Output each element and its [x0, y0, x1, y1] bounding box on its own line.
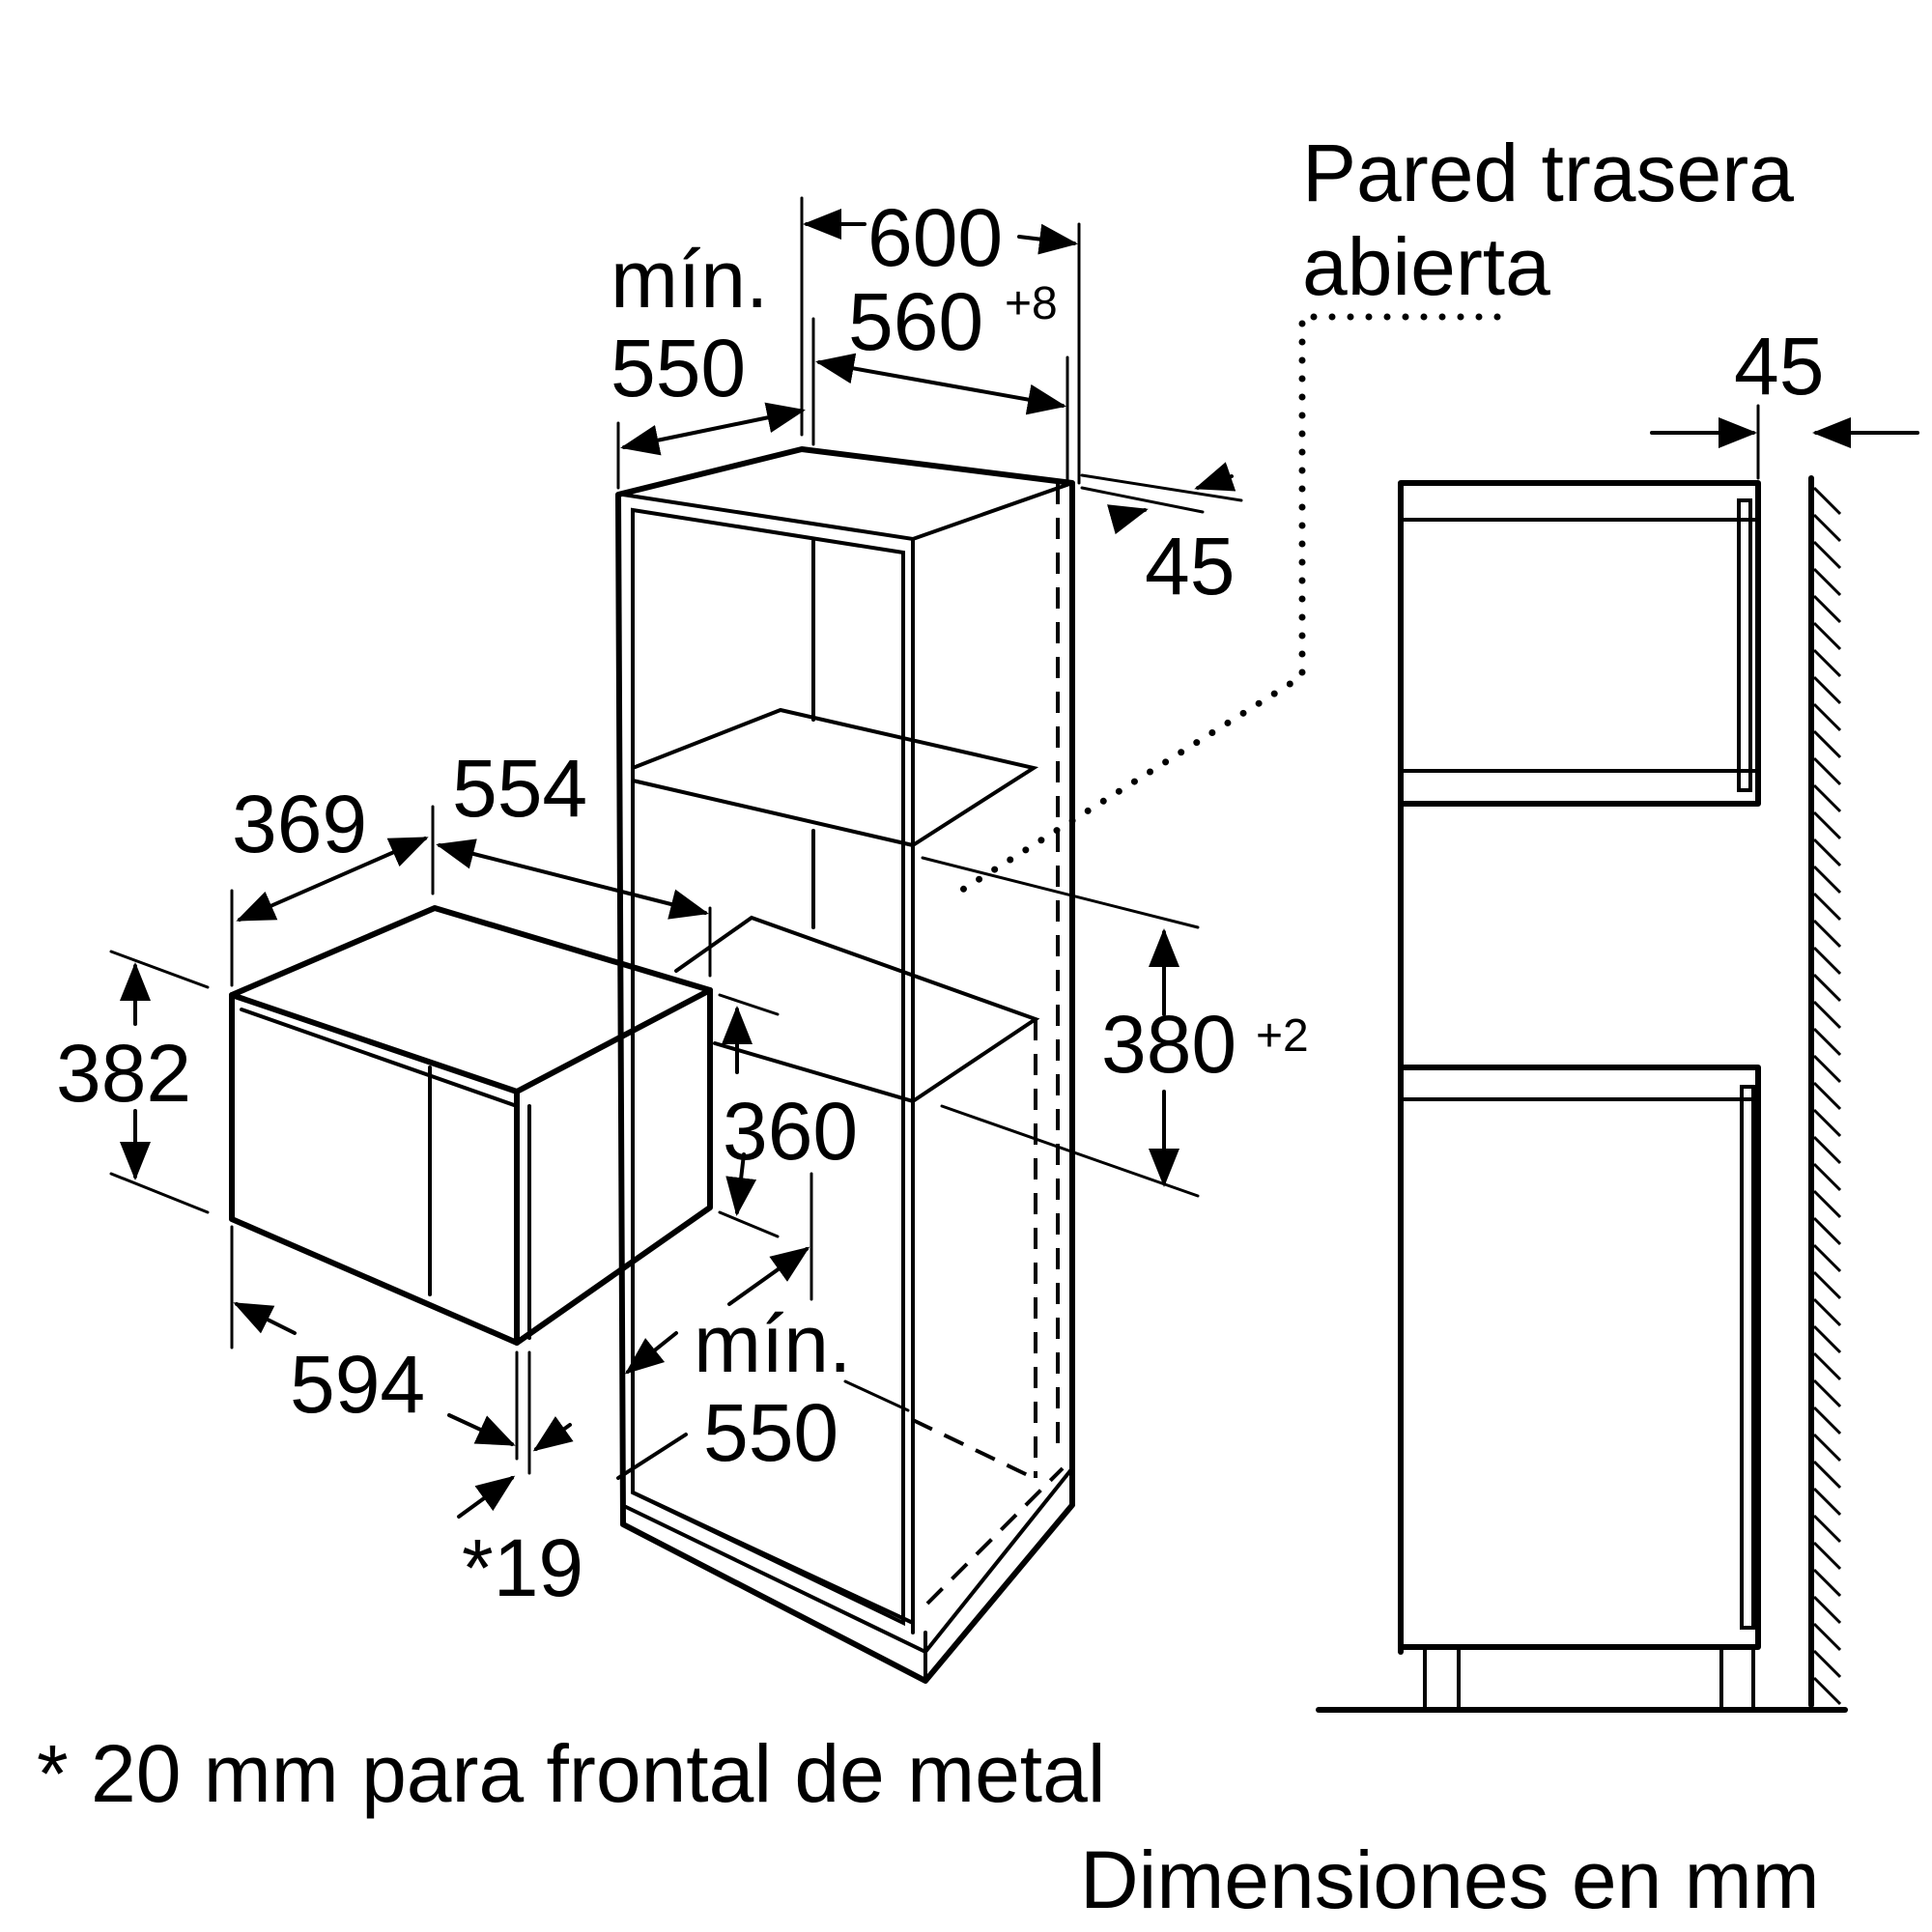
side-view: [1316, 404, 1919, 1713]
hatch-line: [1812, 838, 1842, 867]
dim-360-label: 360: [723, 1086, 858, 1177]
metal-front-note: * 20 mm para frontal de metal: [37, 1728, 1106, 1819]
hatch-line: [1812, 1622, 1842, 1652]
hatch-line: [1812, 1676, 1842, 1706]
hatch-line: [1812, 1324, 1842, 1354]
hatch-line: [1812, 1297, 1842, 1327]
hatch-line: [1812, 1595, 1842, 1625]
hatch-line: [1812, 1243, 1842, 1273]
hatch-line: [1812, 1406, 1842, 1435]
hatch-line: [1812, 973, 1842, 1003]
hatch-line: [1812, 1351, 1842, 1381]
hatch-line: [1812, 1460, 1842, 1490]
microwave-appliance: [229, 905, 713, 1346]
dim-min-label-top: mín.: [611, 234, 768, 325]
hatch-line: [1812, 675, 1842, 705]
hatch-line: [1812, 486, 1842, 516]
hatch-line: [1812, 567, 1842, 597]
hatch-line: [1812, 865, 1842, 895]
hatch-line: [1812, 1081, 1842, 1111]
hatch-line: [1812, 1541, 1842, 1571]
hatch-line: [1812, 1000, 1842, 1030]
units-note: Dimensiones en mm: [1080, 1834, 1820, 1925]
hatch-line: [1812, 1054, 1842, 1084]
hatch-line: [1812, 513, 1842, 543]
dim-594-label: 594: [290, 1339, 425, 1430]
tall-cabinet: [615, 446, 1075, 1684]
labels: Pared trasera abierta 600 mín. 550 560 +…: [37, 128, 1824, 1925]
hatch-line: [1812, 1378, 1842, 1408]
hatch-line: [1812, 1027, 1842, 1057]
hatch-line: [1812, 1216, 1842, 1246]
dim-560-label: 560: [848, 276, 983, 367]
rear-wall-label-line2: abierta: [1302, 221, 1550, 312]
rear-wall-label-line1: Pared trasera: [1302, 128, 1794, 218]
hatch-line: [1812, 1162, 1842, 1192]
dim-560-tolerance: +8: [1005, 278, 1058, 329]
dimension-lines: [109, 196, 1501, 1519]
hatch-line: [1812, 648, 1842, 678]
hatch-line: [1812, 810, 1842, 840]
hatch-line: [1812, 621, 1842, 651]
dim-45-top-label: 45: [1145, 521, 1235, 611]
hatch-line: [1812, 1487, 1842, 1517]
hatch-line: [1812, 1649, 1842, 1679]
hatch-line: [1812, 1135, 1842, 1165]
dim-554-label: 554: [452, 743, 587, 834]
dim-min-label-bottom: mín.: [694, 1298, 851, 1389]
hatch-line: [1812, 729, 1842, 759]
dim-380-tolerance: +2: [1256, 1010, 1309, 1062]
hatch-line: [1812, 756, 1842, 786]
hatch-line: [1812, 702, 1842, 732]
dim-380-label: 380: [1101, 999, 1236, 1090]
dim-369-label: 369: [232, 779, 367, 869]
dim-600-label: 600: [867, 192, 1003, 283]
dim-19-label: *19: [462, 1522, 583, 1613]
hatch-line: [1812, 783, 1842, 813]
hatch-line: [1812, 1189, 1842, 1219]
hatch-line: [1812, 1514, 1842, 1544]
hatch-line: [1812, 919, 1842, 949]
dim-45-right-label: 45: [1734, 321, 1824, 412]
dim-382-label: 382: [56, 1028, 191, 1119]
dim-550-bottom-label: 550: [703, 1387, 838, 1478]
wall-hatching: [1812, 486, 1842, 1706]
hatch-line: [1812, 1568, 1842, 1598]
hatch-line: [1812, 1433, 1842, 1463]
hatch-line: [1812, 1108, 1842, 1138]
hatch-line: [1812, 1270, 1842, 1300]
hatch-line: [1812, 892, 1842, 922]
hatch-line: [1812, 594, 1842, 624]
hatch-line: [1812, 946, 1842, 976]
dim-550-top-label: 550: [611, 323, 746, 413]
hatch-line: [1812, 540, 1842, 570]
